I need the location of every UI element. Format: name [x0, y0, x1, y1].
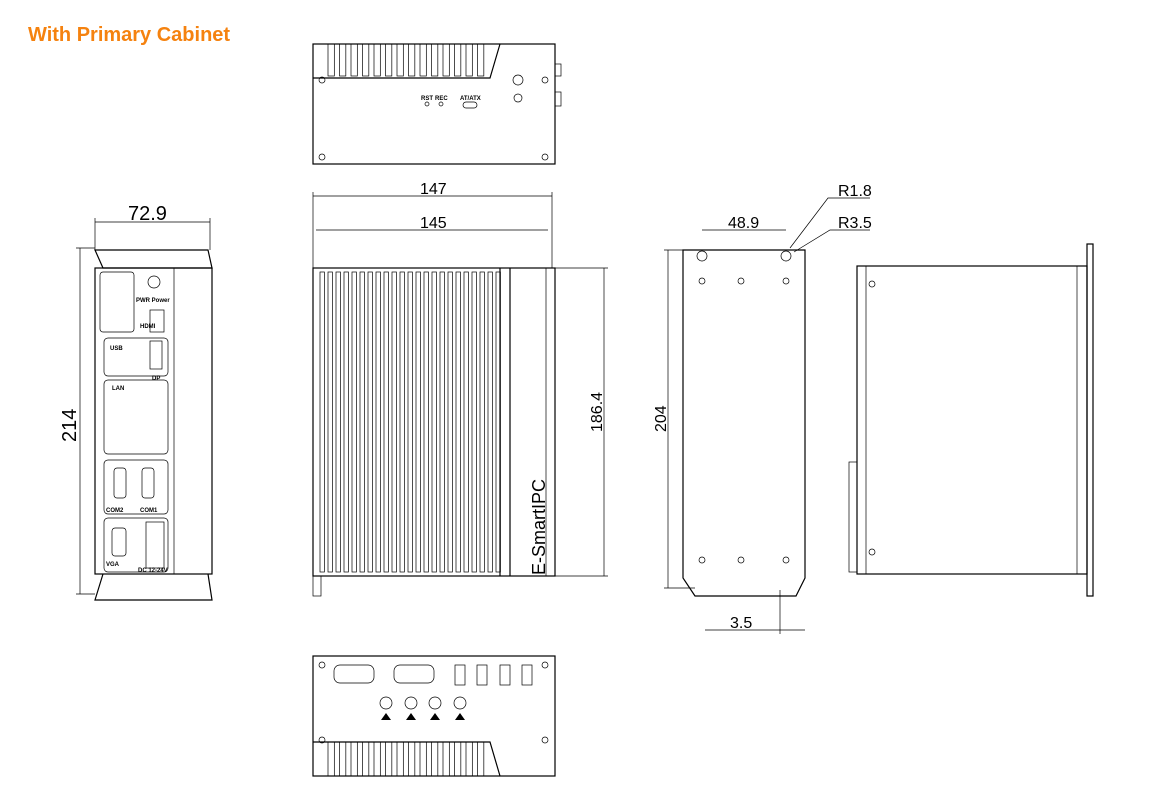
heatsink-fin [477, 43, 485, 77]
heatsink-fin [327, 741, 335, 777]
outer-width-dim: 147 [420, 181, 447, 198]
rec-label: REC [435, 96, 448, 102]
heatsink-fin [383, 271, 389, 573]
front-view: E-SmartIPC 147 145 186.4 [312, 181, 608, 597]
heatsink-fin [408, 43, 416, 77]
heatsink-fin [350, 43, 358, 77]
front-height-dim: 186.4 [589, 392, 606, 432]
com1-label: COM1 [140, 508, 158, 514]
top-view: RST REC AT/ATX [312, 43, 562, 165]
heatsink-fin [319, 271, 325, 573]
heatsink-fin [447, 271, 453, 573]
heatsink-fin [339, 741, 347, 777]
com2-label: COM2 [106, 508, 124, 514]
plate-view: 48.9 R1.8 R3.5 204 3.5 [653, 183, 872, 634]
heatsink-fin [477, 741, 485, 777]
io-side-view: LAN USB DP HDMI COM2 COM1 VGA PWR Power … [59, 203, 213, 601]
heatsink-fin [385, 741, 393, 777]
inner-width-dim: 145 [420, 215, 447, 232]
heatsink-fin [419, 741, 427, 777]
heatsink-fin [431, 741, 439, 777]
heatsink-fin [373, 43, 381, 77]
heatsink-fin [463, 271, 469, 573]
heatsink-fin [350, 741, 358, 777]
dp-label: DP [152, 376, 160, 382]
heatsink-fin [391, 271, 397, 573]
hdmi-label: HDMI [140, 324, 156, 330]
heatsink-fin [373, 741, 381, 777]
heatsink-fin [367, 271, 373, 573]
rst-label: RST [421, 96, 433, 102]
heatsink-fin [375, 271, 381, 573]
heatsink-fin [327, 43, 335, 77]
dc-label: DC 12-24V [138, 568, 168, 574]
plate-height-dim: 204 [653, 405, 670, 432]
heatsink-fin [465, 741, 473, 777]
heatsink-fin [359, 271, 365, 573]
heatsink-fin [362, 741, 370, 777]
hole-spacing-dim: 48.9 [728, 215, 759, 232]
heatsink-fin [471, 271, 477, 573]
heatsink-fin [339, 43, 347, 77]
heatsink-fin [442, 43, 450, 77]
heatsink-fin [335, 271, 341, 573]
plate-thickness-dim: 3.5 [730, 615, 752, 632]
heatsink-fin [408, 741, 416, 777]
heatsink-fin [487, 271, 493, 573]
brand-label: E-SmartIPC [529, 479, 549, 575]
heatsink-fin [431, 43, 439, 77]
heatsink-fin [455, 271, 461, 573]
heatsink-fin [465, 43, 473, 77]
heatsink-fin [327, 271, 333, 573]
heatsink-fin [399, 271, 405, 573]
right-side-view [848, 243, 1094, 597]
bottom-view [312, 655, 556, 777]
heatsink-fin [415, 271, 421, 573]
heatsink-fin [407, 271, 413, 573]
heatsink-fin [454, 43, 462, 77]
heatsink-fin [431, 271, 437, 573]
radius-small-dim: R1.8 [838, 183, 872, 200]
heatsink-fin [362, 43, 370, 77]
width-side-dim: 72.9 [128, 203, 167, 225]
heatsink-fin [351, 271, 357, 573]
heatsink-fin [396, 741, 404, 777]
heatsink-fin [454, 741, 462, 777]
heatsink-fin [479, 271, 485, 573]
radius-large-dim: R3.5 [838, 215, 872, 232]
at-atx-label: AT/ATX [460, 96, 481, 102]
heatsink-fin [343, 271, 349, 573]
drawing-title: With Primary Cabinet [28, 24, 231, 46]
usb-label: USB [110, 346, 123, 352]
heatsink-fin [385, 43, 393, 77]
lan-label: LAN [112, 386, 124, 392]
heatsink-fin [423, 271, 429, 573]
height-side-dim: 214 [59, 409, 81, 442]
heatsink-fin [439, 271, 445, 573]
vga-label: VGA [106, 562, 120, 568]
heatsink-fin [442, 741, 450, 777]
heatsink-fin [419, 43, 427, 77]
heatsink-fin [495, 271, 501, 573]
power-label: PWR Power [136, 298, 170, 304]
heatsink-fin [396, 43, 404, 77]
